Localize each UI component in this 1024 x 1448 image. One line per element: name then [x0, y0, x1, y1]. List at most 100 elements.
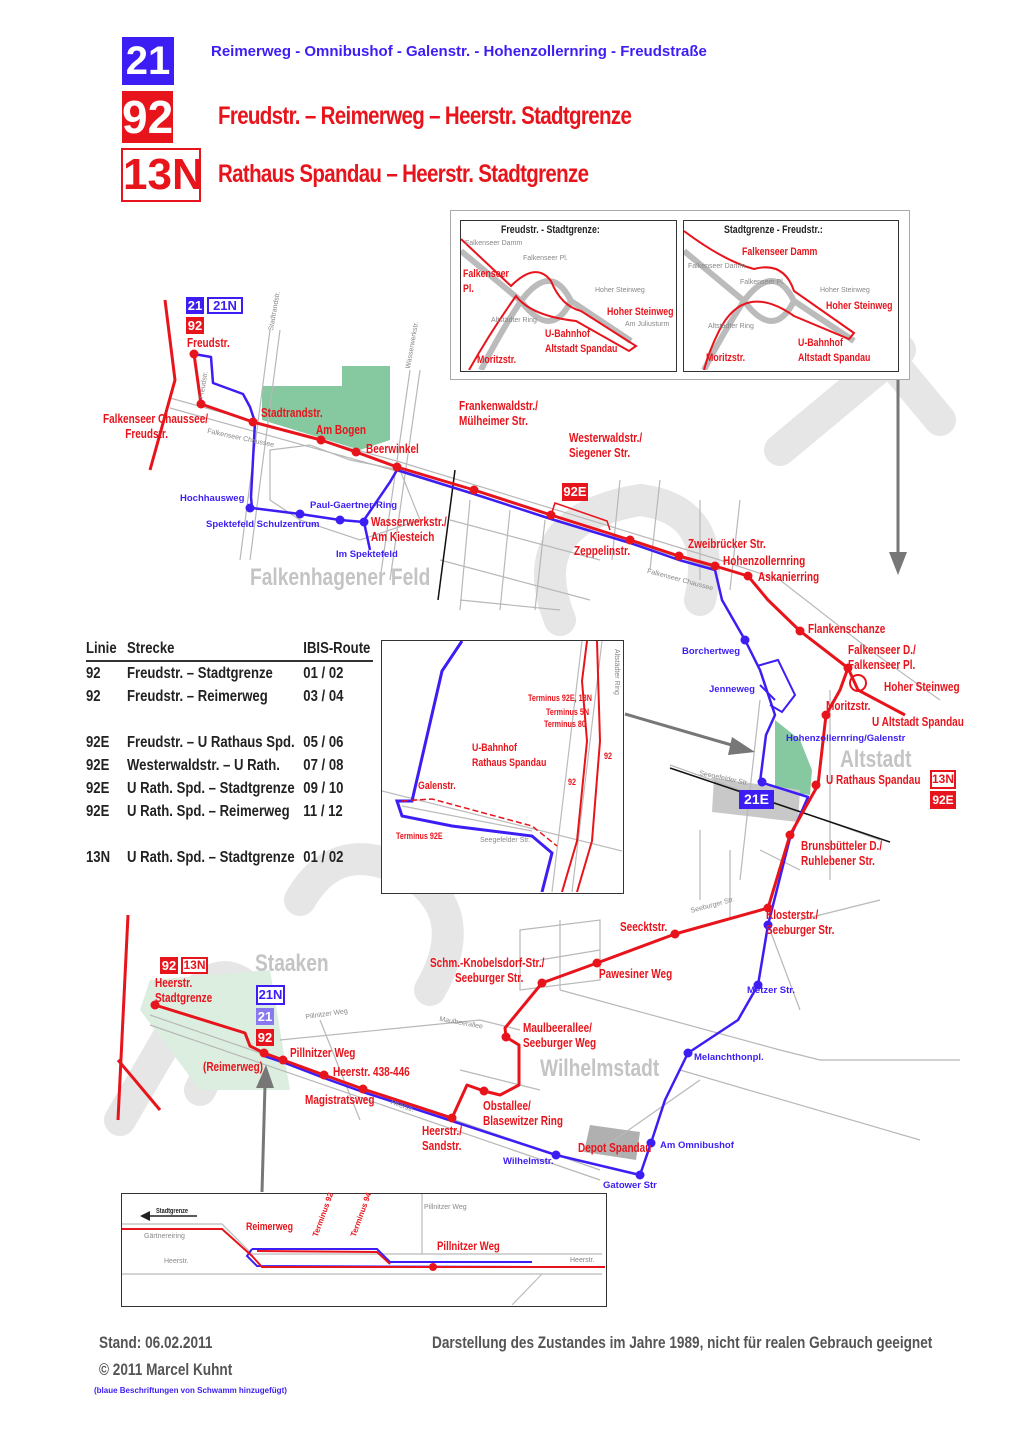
park-area: [775, 720, 812, 795]
stop-marker-21: [753, 980, 763, 990]
inset-title: Freudstr. - Stadtgrenze:: [501, 224, 600, 236]
stand-date: Stand: 06.02.2011: [99, 1333, 213, 1352]
cell-line: 92: [86, 665, 101, 682]
cell-ibis: 01 / 02: [303, 849, 344, 866]
stop-label-21: Borchertweg: [682, 646, 741, 657]
inset-street: Pillnitzer Weg: [424, 1204, 467, 1211]
depot-area: [584, 1125, 640, 1160]
inset-street: Altstädter Ring: [491, 317, 537, 324]
roundabout: [849, 674, 867, 692]
stop-marker-92: [501, 1032, 511, 1042]
stop-marker-21: [646, 1138, 656, 1148]
stop-marker-92: [670, 929, 680, 939]
stop-label: Beerwinkel: [366, 442, 419, 456]
inset-street: Altstädter Ring: [613, 649, 620, 695]
route-13n-description: Rathaus Spandau – Heerstr. Stadtgrenze: [218, 160, 589, 188]
copyright: © 2011 Marcel Kuhnt: [99, 1360, 233, 1379]
stop-label: Pillnitzer Weg: [290, 1046, 356, 1060]
stop-marker-92: [785, 830, 795, 840]
streets: [149, 329, 960, 1181]
route-21-description: Reimerweg - Omnibushof - Galenstr. - Hoh…: [211, 43, 707, 60]
cell-line: 92E: [86, 803, 110, 820]
stop-label: Schm.-Knobelsdorf-Str./ Seeburger Str.: [430, 956, 545, 985]
stop-label: Frankenwaldstr./ Mülheimer Str.: [459, 399, 538, 428]
stop-label: Stadtrandstr.: [261, 406, 323, 420]
border-line: [148, 299, 177, 471]
stop-marker-21: [757, 777, 767, 787]
stop-marker-92: [743, 571, 753, 581]
stop-label: Zweibrücker Str.: [688, 537, 766, 551]
stop-label-21: Metzer Str.: [747, 985, 796, 996]
stop-marker-92: [319, 1070, 329, 1080]
map-badge-92: 92: [160, 957, 178, 974]
line-13n-badge: 13N: [121, 148, 204, 202]
inset-map: [382, 641, 622, 892]
stop-marker-21: [335, 515, 345, 525]
inset-label: Falkenseer Damm: [742, 246, 818, 258]
stop-label: Klosterstr./ Seeburger Str.: [766, 908, 835, 937]
stop-marker-92: [821, 710, 831, 720]
park-area: [262, 366, 390, 450]
inset-map: [461, 238, 638, 370]
stop-marker-92: [248, 417, 258, 427]
inset-label: 92: [604, 751, 613, 761]
inset-label: Stadtgrenze: [156, 1208, 189, 1215]
stop-label: Magistratsweg: [305, 1093, 375, 1107]
inset-rathaus-spandau: Terminus 92E, 13N Terminus 5N Terminus 8…: [381, 640, 624, 894]
inset-label: Terminus 5N: [546, 707, 590, 717]
stop-label: Hoher Steinweg: [884, 680, 960, 694]
stop-label-21: Gatower Str: [603, 1180, 657, 1191]
inset-street: Heerstr.: [570, 1257, 595, 1264]
cell-ibis: 09 / 10: [303, 780, 344, 797]
stop-marker-92: [150, 1000, 160, 1010]
stop-marker-92: [843, 663, 853, 673]
inset-street: Falkenseer Damm: [688, 263, 746, 270]
stop-marker-92: [469, 485, 479, 495]
stop-marker-21: [683, 1048, 693, 1058]
map-badge-92: 92: [256, 1029, 274, 1046]
district-label: Wilhelmstadt: [540, 1055, 660, 1082]
inset-label: Falkenseer Pl.: [463, 268, 509, 295]
inset-street: Falkenseer Pl.: [523, 255, 568, 262]
inset-street: Am Juliusturm: [625, 321, 670, 328]
border-line: [116, 914, 162, 1121]
stop-label: U Altstadt Spandau: [872, 715, 964, 729]
cell-route: Westerwaldstr. – U Rath.: [127, 757, 280, 774]
cell-route: Freudstr. – Reimerweg: [127, 688, 268, 705]
stop-label: Moritzstr.: [826, 699, 871, 713]
stop-marker-92: [189, 349, 199, 359]
cell-ibis: 01 / 02: [303, 665, 344, 682]
cell-ibis: 07 / 08: [303, 757, 344, 774]
map-badge-21: 21: [256, 1008, 274, 1025]
inset-freudstr-stadtgrenze: Freudstr. - Stadtgrenze: Falkenseer Pl. …: [460, 220, 677, 372]
cell-route: U Rath. Spd. – Stadtgrenze: [127, 849, 295, 866]
cell-ibis: 03 / 04: [303, 688, 344, 705]
map-badge-21n: 21N: [256, 985, 285, 1005]
inset-label: Galenstr.: [418, 780, 456, 792]
stop-label: U Rathaus Spandau: [826, 773, 921, 787]
inset-label: 92: [568, 777, 577, 787]
stop-marker-21: [635, 1170, 645, 1180]
stop-label-21: Im Spektefeld: [336, 549, 398, 560]
inset-street: Falkenseer Pl.: [740, 279, 785, 286]
inset-label: Moritzstr.: [477, 354, 517, 366]
stop-marker-92: [674, 551, 684, 561]
stop-label: Brunsbütteler D./ Ruhlebener Str.: [801, 839, 883, 868]
pointer-arrows: [256, 380, 907, 1193]
stop-label: Falkenseer Chaussee/ Freudstr.: [103, 412, 209, 441]
district-label: Altstadt: [840, 746, 912, 773]
railway-line: [669, 767, 891, 843]
stop-label-21: Hohenzollernring/Galenstr: [786, 733, 906, 744]
cell-ibis: 05 / 06: [303, 734, 344, 751]
stop-marker-92: [625, 535, 635, 545]
cell-route: U Rath. Spd. – Stadtgrenze: [127, 780, 295, 797]
map-badge-21n: 21N: [207, 297, 243, 314]
stop-marker-92: [392, 462, 402, 472]
stop-label-21: Hochhausweg: [180, 493, 245, 504]
